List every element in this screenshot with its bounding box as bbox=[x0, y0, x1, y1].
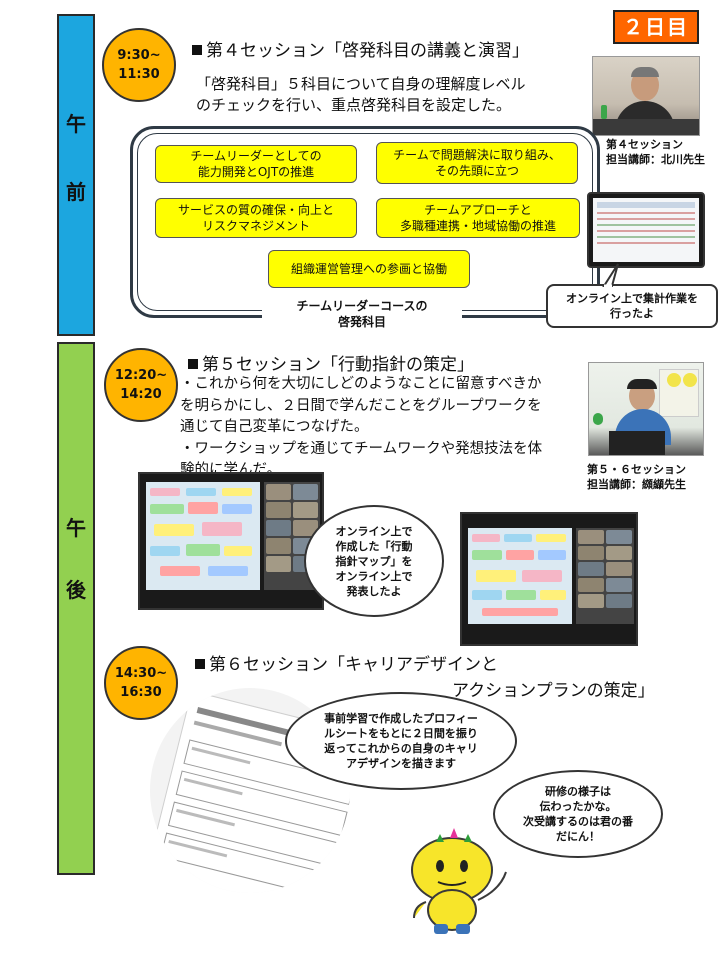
afternoon-bar: 午 後 bbox=[57, 342, 95, 875]
session5-description: ・これから何を大切にしどのようなことに留意すべきか を明らかにし、２日間で学んだ… bbox=[180, 376, 543, 478]
session6-heading-text: 第６セッション「キャリアデザインと bbox=[209, 655, 498, 675]
session6-time-start: 14:30~ bbox=[114, 666, 168, 681]
square-bullet-icon bbox=[195, 659, 205, 669]
session4-time-circle: 9:30~ 11:30 bbox=[102, 28, 176, 102]
topic-box: チームリーダーとしての能力開発とOJTの推進 bbox=[155, 145, 357, 183]
session5-time-end: 14:20 bbox=[120, 387, 162, 402]
topic-box: 組織運営管理への参画と協働 bbox=[268, 250, 470, 288]
session6-time-circle: 14:30~ 16:30 bbox=[104, 646, 178, 720]
session4-time-end: 11:30 bbox=[118, 67, 160, 82]
caption-line: 第５・６セッション bbox=[587, 463, 686, 476]
caption-line: 担当講師：纐纈先生 bbox=[587, 478, 686, 491]
instructor-photo bbox=[592, 56, 700, 136]
session4-instructor-caption: 第４セッション 担当講師：北川先生 bbox=[606, 137, 705, 167]
session5-instructor-caption: 第５・６セッション 担当講師：纐纈先生 bbox=[587, 462, 686, 492]
square-bullet-icon bbox=[192, 45, 202, 55]
topic-box: チームで問題解決に取り組み、その先頭に立つ bbox=[376, 142, 578, 184]
subjects-frame-label: チームリーダーコースの 啓発科目 bbox=[262, 298, 462, 330]
topic-box: チームアプローチと多職種連携・地域協働の推進 bbox=[376, 198, 580, 238]
morning-bar-char-2: 前 bbox=[66, 180, 86, 204]
topic-box: サービスの質の確保・向上とリスクマネジメント bbox=[155, 198, 357, 238]
callout-tail-icon bbox=[602, 263, 619, 288]
tally-callout: オンライン上で集計作業を行ったよ bbox=[546, 284, 718, 328]
session6-heading-line2: アクションプランの策定」 bbox=[452, 681, 655, 701]
career-design-callout: 事前学習で作成したプロフィー ルシートをもとに２日間を振り 返ってこれからの自身… bbox=[285, 692, 517, 790]
session4-time-start: 9:30~ bbox=[117, 48, 161, 63]
morning-bar-char-1: 午 bbox=[66, 112, 86, 136]
afternoon-bar-char-1: 午 bbox=[66, 516, 86, 540]
session4-heading-text: 第４セッション「啓発科目の講義と演習」 bbox=[206, 41, 529, 61]
session5-heading: 第５セッション「行動指針の策定」 bbox=[188, 350, 474, 375]
session5-time-circle: 12:20~ 14:20 bbox=[104, 348, 178, 422]
action-map-callout: オンライン上で 作成した「行動 指針マップ」を オンライン上で 発表したよ bbox=[304, 505, 444, 617]
session6-heading: 第６セッション「キャリアデザインと bbox=[195, 650, 498, 675]
online-meeting-screen-photo bbox=[138, 472, 324, 610]
caption-line: 担当講師：北川先生 bbox=[606, 153, 705, 166]
morning-bar: 午 前 bbox=[57, 14, 95, 336]
square-bullet-icon bbox=[188, 359, 198, 369]
mascot-speech-bubble: 研修の様子は 伝わったかな。 次受講するのは君の番 だにん！ bbox=[493, 770, 663, 858]
day-badge: ２日目 bbox=[613, 10, 699, 44]
session4-description: 「啓発科目」５科目について自身の理解度レベル のチェックを行い、重点啓発科目を設… bbox=[196, 74, 526, 116]
afternoon-bar-char-2: 後 bbox=[66, 578, 86, 602]
tally-screen-photo bbox=[587, 192, 705, 268]
session4-desc-line: 「啓発科目」５科目について自身の理解度レベル bbox=[196, 75, 526, 93]
session6-time-end: 16:30 bbox=[120, 685, 162, 700]
caption-line: 第４セッション bbox=[606, 138, 683, 151]
session5-time-start: 12:20~ bbox=[114, 368, 168, 383]
online-meeting-screen-photo bbox=[460, 512, 638, 646]
session4-desc-line: のチェックを行い、重点啓発科目を設定した。 bbox=[196, 96, 512, 114]
session4-heading: 第４セッション「啓発科目の講義と演習」 bbox=[192, 36, 529, 61]
instructor-photo bbox=[588, 362, 704, 456]
session5-heading-text: 第５セッション「行動指針の策定」 bbox=[202, 355, 474, 375]
mascot-icon bbox=[411, 828, 507, 934]
